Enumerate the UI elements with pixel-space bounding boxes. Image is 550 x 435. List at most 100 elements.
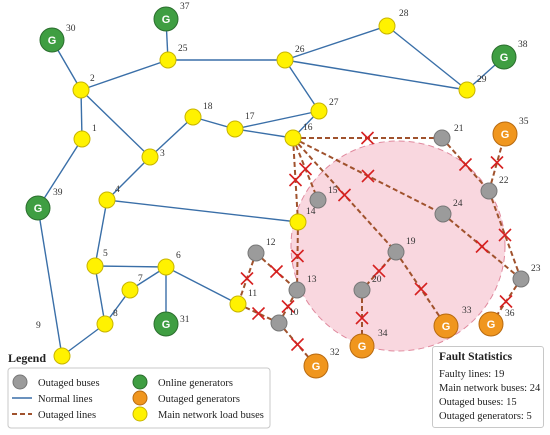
bus-19: 19 xyxy=(387,237,416,261)
fault-cross-19-20 xyxy=(372,264,386,278)
bus-27: 27 xyxy=(310,98,339,120)
bus-39: G39 xyxy=(25,188,63,221)
bus-25: 25 xyxy=(159,44,188,69)
fault-statistics-panel: Fault Statistics Faulty lines: 19 Main n… xyxy=(432,346,544,428)
bus-label-7: 7 xyxy=(138,274,143,284)
generator-symbol: G xyxy=(162,14,171,26)
bus-23: 23 xyxy=(512,264,541,288)
bus-24: 24 xyxy=(434,199,463,223)
fault-markers xyxy=(240,131,513,352)
bus-3: 3 xyxy=(141,148,165,166)
bus-label-15: 15 xyxy=(328,186,338,196)
normal-line-8-9 xyxy=(61,323,106,357)
bus-label-36: 36 xyxy=(505,309,515,319)
bus-label-32: 32 xyxy=(330,348,340,358)
bus-label-13: 13 xyxy=(307,275,317,285)
generator-symbol: G xyxy=(501,129,510,141)
normal-line-2-25 xyxy=(80,59,169,91)
bus-label-3: 3 xyxy=(160,149,165,159)
legend-label: Normal lines xyxy=(38,394,93,405)
fault-statistics-title: Fault Statistics xyxy=(439,351,513,363)
generator-symbol: G xyxy=(500,52,509,64)
fault-cross-16-19 xyxy=(337,188,352,202)
generator-symbol: G xyxy=(312,361,321,373)
fault-cross-19-33 xyxy=(414,282,428,296)
bus-label-20: 20 xyxy=(372,275,382,285)
bus-label-27: 27 xyxy=(329,98,339,108)
legend-label: Outaged generators xyxy=(158,394,240,405)
bus-26: 26 xyxy=(276,45,305,69)
fault-cross-14-13 xyxy=(290,249,305,263)
outaged-generators-stat: Outaged generators: 5 xyxy=(439,411,532,422)
bus-label-2: 2 xyxy=(90,74,95,84)
normal-line-4-14 xyxy=(106,199,299,223)
normal-line-2-3 xyxy=(80,89,151,158)
bus-label-17: 17 xyxy=(245,112,255,122)
bus-label-1: 1 xyxy=(92,124,97,134)
fault-cross-10-32 xyxy=(290,337,305,352)
bus-21: 21 xyxy=(433,124,464,147)
legend-label: Outaged lines xyxy=(38,410,96,421)
fault-cross-10-13 xyxy=(281,299,295,314)
legend-item-outaged-gen: Outaged generators xyxy=(132,390,240,406)
normal-lines xyxy=(37,18,505,357)
fault-cross-12-13 xyxy=(269,264,284,279)
generator-symbol: G xyxy=(358,341,367,353)
bus-2: 2 xyxy=(72,74,95,99)
legend-label: Outaged buses xyxy=(38,378,100,389)
legend-item-online-gen: Online generators xyxy=(132,374,233,390)
generator-symbol: G xyxy=(162,319,171,331)
normal-line-26-29 xyxy=(284,59,468,91)
outaged-buses-stat: Outaged buses: 15 xyxy=(439,397,517,408)
main-buses-stat: Main network buses: 24 xyxy=(439,383,541,394)
bus-18: 18 xyxy=(184,102,213,126)
bus-label-34: 34 xyxy=(378,329,388,339)
bus-31: G 31 xyxy=(153,311,190,337)
bus-label-31: 31 xyxy=(180,315,190,325)
normal-line-5-6 xyxy=(94,265,167,268)
bus-label-28: 28 xyxy=(399,9,409,19)
bus-label-9: 9 xyxy=(36,321,41,331)
fault-cross-21-22 xyxy=(458,157,473,172)
bus-label-8: 8 xyxy=(113,309,118,319)
fault-cross-16-14 xyxy=(288,173,303,187)
bus-29: 29 xyxy=(458,75,487,99)
bus-16: 16 xyxy=(284,123,313,147)
bus-10: 10 xyxy=(270,308,299,332)
bus-label-22: 22 xyxy=(499,176,509,186)
bus-label-38: 38 xyxy=(518,40,528,50)
fault-cross-20-34 xyxy=(355,311,369,325)
bus-20: 20 xyxy=(353,275,382,299)
legend-label: Online generators xyxy=(158,378,233,389)
normal-line-39-9 xyxy=(37,207,63,357)
bus-label-33: 33 xyxy=(462,306,472,316)
bus-33: G33 xyxy=(433,306,472,339)
bus-label-24: 24 xyxy=(453,199,463,209)
bus-label-11: 11 xyxy=(248,289,257,299)
bus-label-26: 26 xyxy=(295,45,305,55)
normal-line-1-39 xyxy=(37,138,83,209)
bus-label-18: 18 xyxy=(203,102,213,112)
normal-line-3-18 xyxy=(149,116,194,158)
bus-label-21: 21 xyxy=(454,124,464,134)
fault-cross-16-24 xyxy=(361,169,375,183)
bus-14: 14 xyxy=(289,207,316,231)
normal-line-28-29 xyxy=(386,25,468,91)
bus-label-29: 29 xyxy=(477,75,487,85)
normal-line-4-5 xyxy=(94,199,108,267)
normal-line-3-4 xyxy=(106,156,151,201)
bus-8: 8 xyxy=(96,309,118,333)
bus-label-35: 35 xyxy=(519,117,529,127)
generator-symbol: G xyxy=(487,319,496,331)
legend-label: Main network load buses xyxy=(158,410,264,421)
bus-5: 5 xyxy=(86,249,108,275)
bus-30: G30 xyxy=(39,24,76,53)
fault-cross-23-36 xyxy=(499,294,513,309)
bus-6: 6 xyxy=(157,251,181,276)
legend-item-load-bus: Main network load buses xyxy=(132,406,264,422)
fault-cross-12-11 xyxy=(240,271,254,286)
bus-label-12: 12 xyxy=(266,238,276,248)
